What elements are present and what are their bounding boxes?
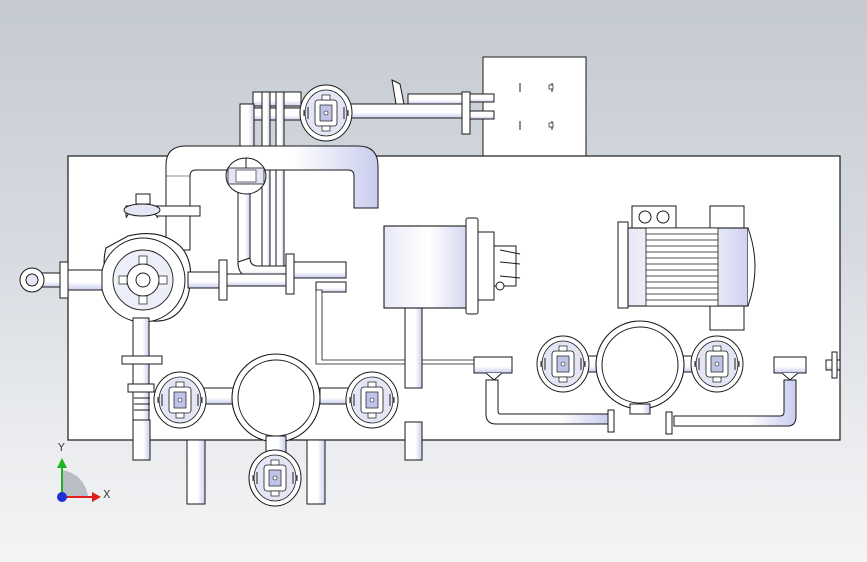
filter-housing-right[interactable] [585, 320, 711, 415]
y-arrow-head [57, 458, 67, 468]
filter-inlet-valve[interactable] [153, 371, 207, 429]
coordinate-triad [57, 458, 101, 502]
x-axis-label: X [103, 488, 111, 501]
centrifugal-pump[interactable] [19, 193, 347, 421]
x-arrow-head [92, 492, 101, 502]
return-pipe-loop[interactable] [165, 145, 379, 251]
y-axis-label: Y [58, 441, 65, 454]
z-axis-dot [57, 492, 67, 502]
filter-housing-left[interactable] [199, 353, 361, 455]
middle-valve-line[interactable] [225, 157, 301, 279]
right-piping[interactable] [473, 351, 841, 435]
junction-box[interactable] [482, 56, 587, 157]
support-legs[interactable] [132, 419, 423, 505]
electric-motor[interactable] [617, 205, 756, 331]
filter-outlet-valve[interactable] [345, 371, 399, 429]
right-inlet-valve[interactable] [536, 335, 590, 393]
drain-valve[interactable] [248, 449, 302, 507]
upper-pipe-run[interactable] [239, 79, 495, 283]
right-outlet-valve[interactable] [690, 335, 744, 393]
gearbox-drum[interactable] [383, 217, 521, 389]
upper-valve[interactable] [299, 84, 353, 142]
